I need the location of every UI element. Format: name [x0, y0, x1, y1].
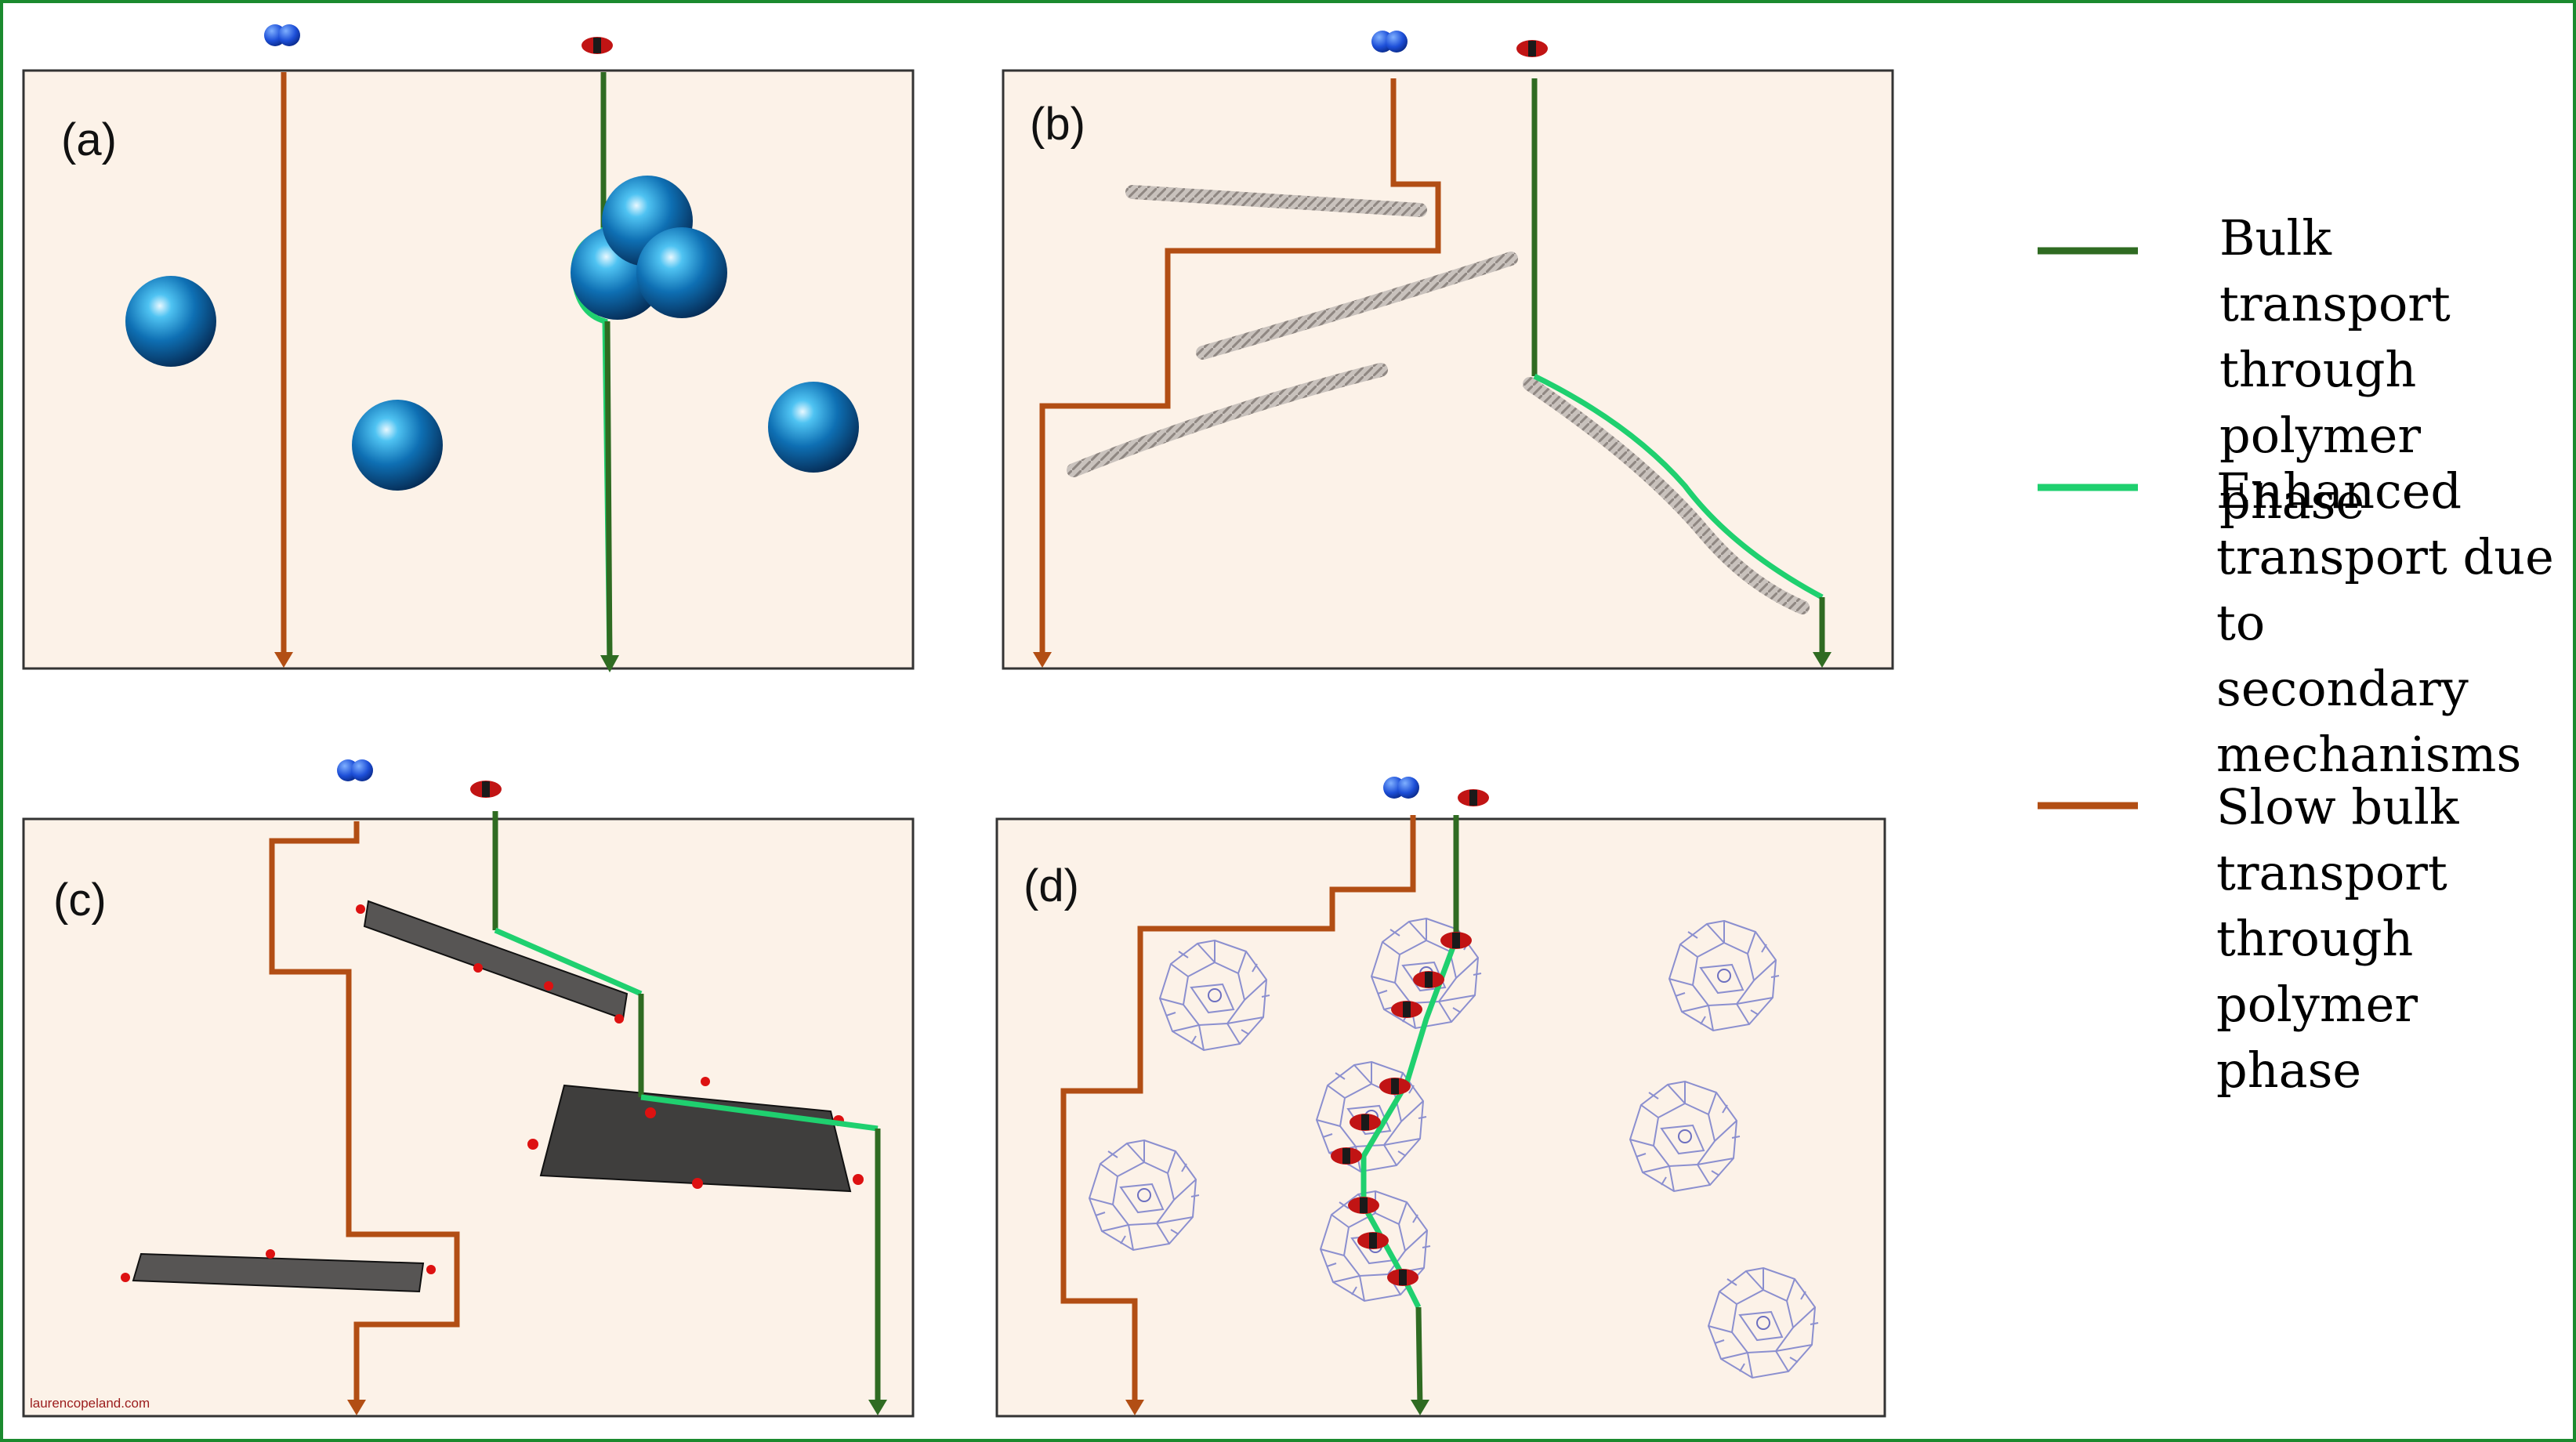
- panel-d: (d): [995, 777, 1886, 1418]
- co2-molecule-icon: [1348, 1197, 1379, 1214]
- bulk-transport-path: [600, 72, 613, 663]
- legend: [2038, 247, 2138, 810]
- slow-transport-path: [269, 821, 460, 1407]
- fiber-filler: [1125, 185, 1427, 217]
- arrow-head-icon: [1813, 652, 1831, 668]
- legend-label-slow: Slow bulk transport through polymer phas…: [2216, 778, 2459, 1099]
- graphene-sheet: [527, 1077, 864, 1193]
- co2-molecule-icon: [1516, 40, 1548, 57]
- panel-a-box: [22, 69, 915, 670]
- panel-d-box: [995, 817, 1886, 1418]
- co2-molecule-icon: [1357, 1232, 1389, 1249]
- arrow-head-icon: [1033, 652, 1052, 668]
- co2-molecule-icon: [1391, 1001, 1422, 1018]
- co2-molecule-icon: [1379, 1078, 1411, 1095]
- bulk-transport-path: [1415, 1306, 1423, 1408]
- co2-molecule-icon: [582, 37, 613, 54]
- panel-c-label: (c): [53, 875, 107, 926]
- filler-sphere: [636, 227, 727, 318]
- panel-a-label: (a): [61, 114, 117, 165]
- co2-molecule-icon: [1350, 1114, 1381, 1131]
- co2-molecule-icon: [1331, 1147, 1362, 1165]
- co2-molecule-icon: [1440, 932, 1472, 949]
- fiber-filler: [1196, 252, 1518, 360]
- arrow-head-icon: [1125, 1400, 1144, 1415]
- filler-sphere: [352, 400, 443, 491]
- n2-molecule-icon: [1383, 777, 1419, 799]
- panel-b-label: (b): [1030, 99, 1085, 150]
- slow-transport-path: [1039, 78, 1441, 658]
- panel-c: (c) laurencopeland.com: [22, 759, 915, 1418]
- arrow-head-icon: [868, 1400, 887, 1415]
- panel-b: (b): [1002, 31, 1894, 670]
- watermark: laurencopeland.com: [30, 1396, 150, 1411]
- n2-molecule-icon: [264, 24, 300, 46]
- co2-molecule-icon: [1387, 1269, 1418, 1286]
- enhanced-transport-path: [1533, 373, 1824, 600]
- n2-molecule-icon: [337, 759, 373, 781]
- arrow-head-icon: [347, 1400, 366, 1415]
- panel-a: (a): [22, 24, 915, 672]
- fiber-filler: [1067, 363, 1388, 477]
- arrow-head-icon: [1411, 1400, 1429, 1415]
- arrow-head-icon: [600, 655, 619, 672]
- filler-sphere: [768, 382, 859, 473]
- enhanced-transport-path: [640, 1094, 879, 1132]
- legend-label-enhanced: Enhanced transport due to secondary mech…: [2216, 462, 2554, 783]
- slow-transport-path: [1060, 815, 1416, 1407]
- arrow-head-icon: [274, 652, 293, 668]
- co2-molecule-icon: [1413, 971, 1444, 988]
- fiber-filler: [1523, 377, 1810, 614]
- filler-sphere: [125, 276, 216, 367]
- graphene-sheet: [121, 1249, 436, 1293]
- co2-molecule-icon: [470, 781, 502, 798]
- n2-molecule-icon: [1371, 31, 1408, 53]
- graphene-sheet: [356, 900, 629, 1024]
- legend-label-bulk: Bulk transport through polymer phase: [2219, 209, 2451, 530]
- enhanced-transport-path: [494, 927, 643, 997]
- panel-d-label: (d): [1024, 860, 1079, 911]
- co2-molecule-icon: [1458, 789, 1489, 806]
